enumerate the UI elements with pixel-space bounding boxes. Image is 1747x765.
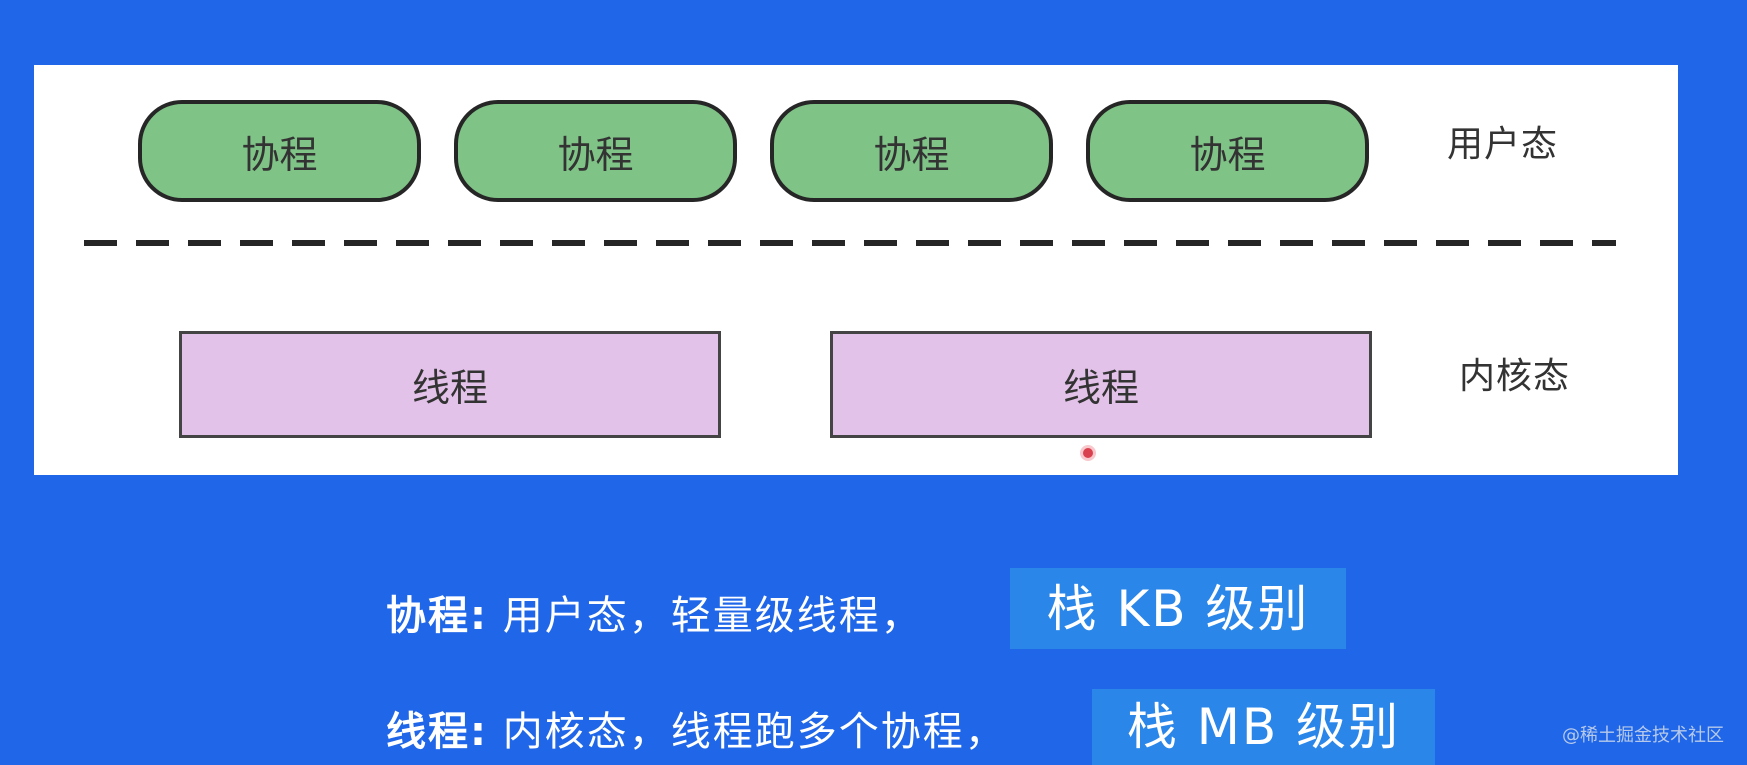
coroutine-note: 协程: 用户态，轻量级线程， [386,596,923,636]
user-mode-label: 用户态 [1447,124,1559,165]
diagram-panel: 协程 协程 协程 协程 用户态 线程 线程 内核态 [34,65,1678,475]
coroutine-stack-size-highlight: 栈 KB 级别 [1010,568,1346,649]
thread-stack-size-highlight: 栈 MB 级别 [1092,689,1435,765]
coroutine-label: 协程 [873,132,950,177]
coroutine-box-3: 协程 [770,100,1053,202]
note-body: 内核态，线程跑多个协程， [502,709,1007,755]
coroutine-label: 协程 [557,132,634,177]
watermark: @稀土掘金技术社区 [1562,725,1724,746]
cursor-dot [1083,448,1093,458]
highlight-text: 栈 MB 级别 [1126,698,1401,756]
highlight-text: 栈 KB 级别 [1046,579,1310,638]
note-separator: : [470,593,488,639]
kernel-mode-label: 内核态 [1459,356,1571,397]
note-separator: : [470,709,488,755]
mode-divider-dashed-line [84,240,1616,246]
coroutine-box-2: 协程 [454,100,737,202]
thread-label: 线程 [1062,366,1139,410]
coroutine-box-4: 协程 [1086,100,1369,202]
coroutine-box-1: 协程 [138,100,421,202]
coroutine-label: 协程 [241,132,318,177]
coroutine-label: 协程 [1189,132,1266,177]
thread-box-2: 线程 [830,331,1372,438]
thread-box-1: 线程 [179,331,721,438]
note-head: 线程 [386,709,470,755]
thread-note: 线程: 内核态，线程跑多个协程， [386,712,1007,752]
note-head: 协程 [386,593,470,639]
thread-label: 线程 [411,366,488,410]
note-body: 用户态，轻量级线程， [502,593,923,639]
